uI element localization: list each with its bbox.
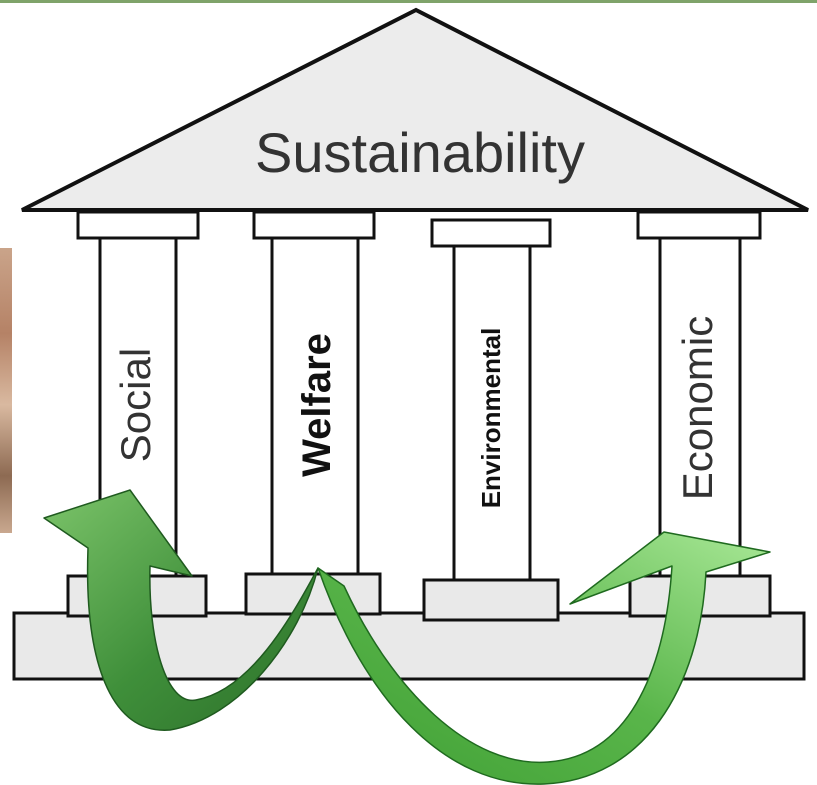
arrow-welfare-to-social (43, 489, 319, 731)
photo-fragment (0, 248, 12, 533)
pillar-welfare: Welfare (244, 210, 382, 616)
top-rule (0, 0, 817, 3)
capital (636, 210, 762, 240)
roof (21, 7, 809, 212)
capital (430, 218, 552, 248)
plinth (244, 572, 382, 616)
pillar-label: Environmental (476, 328, 506, 509)
shaft (270, 236, 360, 576)
pillar-economic: Economic (628, 210, 772, 618)
roof-label: Sustainability (255, 121, 585, 184)
capital (76, 210, 200, 240)
pillar-environmental: Environmental (422, 218, 560, 622)
pillar-label: Economic (674, 316, 721, 500)
shaft (452, 244, 532, 582)
pillar-label: Social (112, 348, 159, 462)
arrow-welfare-to-economic (317, 531, 771, 785)
capital (252, 210, 376, 240)
pillar-label: Welfare (295, 333, 339, 477)
plinth (422, 578, 560, 622)
